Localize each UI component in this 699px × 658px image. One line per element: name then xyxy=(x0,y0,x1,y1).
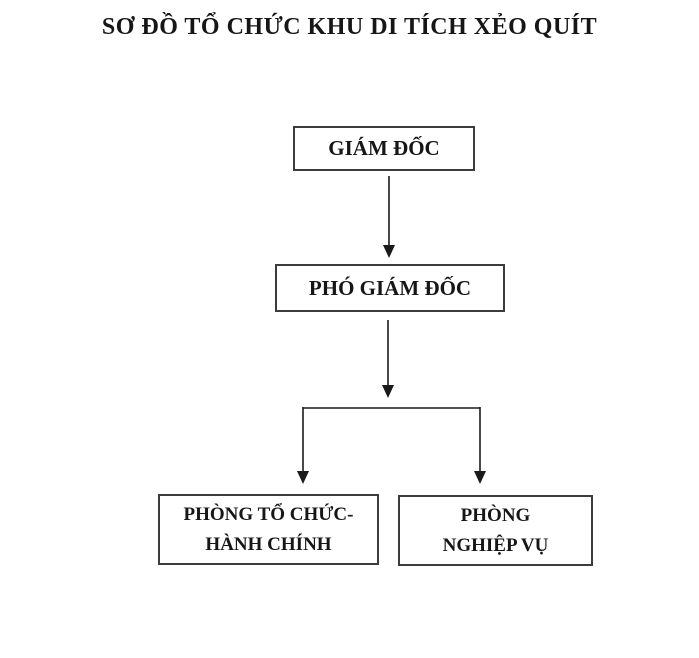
node-deputy-director: PHÓ GIÁM ĐỐC xyxy=(275,264,505,312)
page-title: SƠ ĐỒ TỔ CHỨC KHU DI TÍCH XẺO QUÍT xyxy=(101,14,598,40)
arrow-branch-to-admin xyxy=(297,407,309,484)
node-admin-department-line1: PHÒNG TỔ CHỨC- xyxy=(183,504,354,526)
node-professional-department: PHÒNG NGHIỆP VỤ xyxy=(398,495,593,566)
node-deputy-director-label: PHÓ GIÁM ĐỐC xyxy=(308,275,472,300)
node-admin-department-line2: HÀNH CHÍNH xyxy=(205,533,332,555)
node-admin-department: PHÒNG TỔ CHỨC- HÀNH CHÍNH xyxy=(158,494,379,565)
arrow-branch-to-professional xyxy=(474,407,486,484)
arrow-deputy-to-branch xyxy=(382,320,394,398)
node-professional-department-line2: NGHIỆP VỤ xyxy=(442,534,549,556)
node-professional-department-line1: PHÒNG xyxy=(460,505,531,527)
arrow-director-to-deputy xyxy=(383,176,395,258)
node-director-label: GIÁM ĐỐC xyxy=(328,136,440,160)
node-director: GIÁM ĐỐC xyxy=(293,126,475,171)
